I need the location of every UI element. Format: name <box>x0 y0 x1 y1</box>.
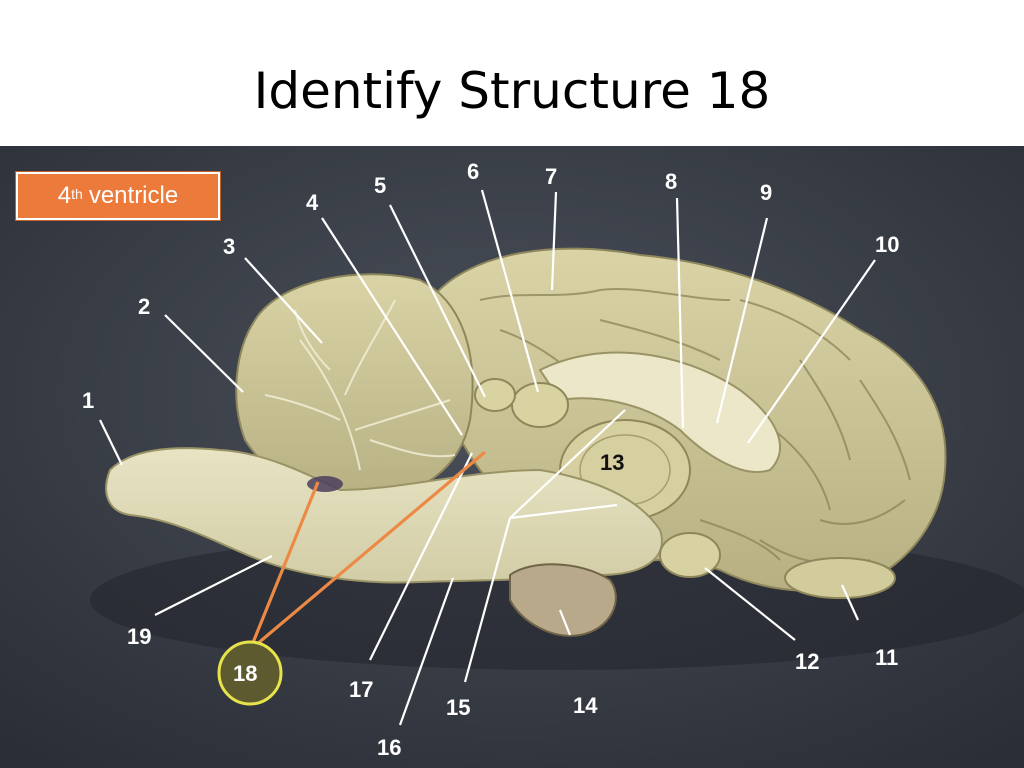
leader-3 <box>244 257 323 344</box>
brainstem-shape <box>105 447 663 584</box>
corpus-callosum <box>538 351 781 473</box>
label-2: 2 <box>138 294 150 319</box>
label-11: 11 <box>875 645 898 670</box>
olfactory-bulb <box>784 557 896 599</box>
label-17: 17 <box>349 677 373 702</box>
leader-16 <box>398 577 455 726</box>
leader-19 <box>154 555 273 616</box>
label-18: 18 <box>233 661 257 686</box>
label-14: 14 <box>573 693 598 718</box>
answer-prefix: 4 <box>57 182 72 209</box>
label-6: 6 <box>467 159 479 184</box>
leader-lines <box>99 189 876 726</box>
leader-8 <box>675 197 685 429</box>
leader-2 <box>164 314 244 393</box>
label-19: 19 <box>127 624 151 649</box>
label-16: 16 <box>377 735 401 760</box>
label-12: 12 <box>795 649 819 674</box>
colliculus-superior <box>511 382 569 428</box>
leader-13b <box>509 503 618 520</box>
leader-9 <box>715 217 769 424</box>
label-3: 3 <box>223 234 235 259</box>
leader-15 <box>463 517 512 683</box>
leader-1 <box>99 419 123 466</box>
label-13: 13 <box>600 450 624 475</box>
leader-7 <box>550 191 558 291</box>
label-7: 7 <box>545 164 557 189</box>
leader-12 <box>704 567 796 641</box>
answer-superscript: th <box>71 186 83 202</box>
leader-5 <box>389 204 486 398</box>
leader-18 <box>248 450 487 652</box>
pons-shape <box>509 563 617 637</box>
leader-4 <box>321 217 463 436</box>
label-1: 1 <box>82 388 94 413</box>
label-8: 8 <box>665 169 677 194</box>
fourth-ventricle-spot <box>307 476 343 492</box>
leader-11 <box>840 584 860 621</box>
brain-photo: 1 2 3 4 5 6 7 8 9 10 11 12 13 14 15 16 1… <box>0 146 1024 768</box>
optic-chiasm <box>659 532 721 578</box>
slide-title: Identify Structure 18 <box>253 62 771 120</box>
leader-14 <box>558 609 572 636</box>
label-18-highlight <box>217 640 283 706</box>
label-5: 5 <box>374 173 386 198</box>
label-4: 4 <box>306 190 319 215</box>
label-9: 9 <box>760 180 772 205</box>
leader-17 <box>369 452 473 661</box>
leader-10 <box>747 259 876 444</box>
leader-13a <box>509 409 626 519</box>
label-15: 15 <box>446 695 470 720</box>
cerebellum-shape <box>235 273 474 502</box>
leader-6 <box>480 189 540 393</box>
label-10: 10 <box>875 232 899 257</box>
colliculus-inferior <box>474 378 516 412</box>
answer-suffix: ventricle <box>88 182 179 209</box>
